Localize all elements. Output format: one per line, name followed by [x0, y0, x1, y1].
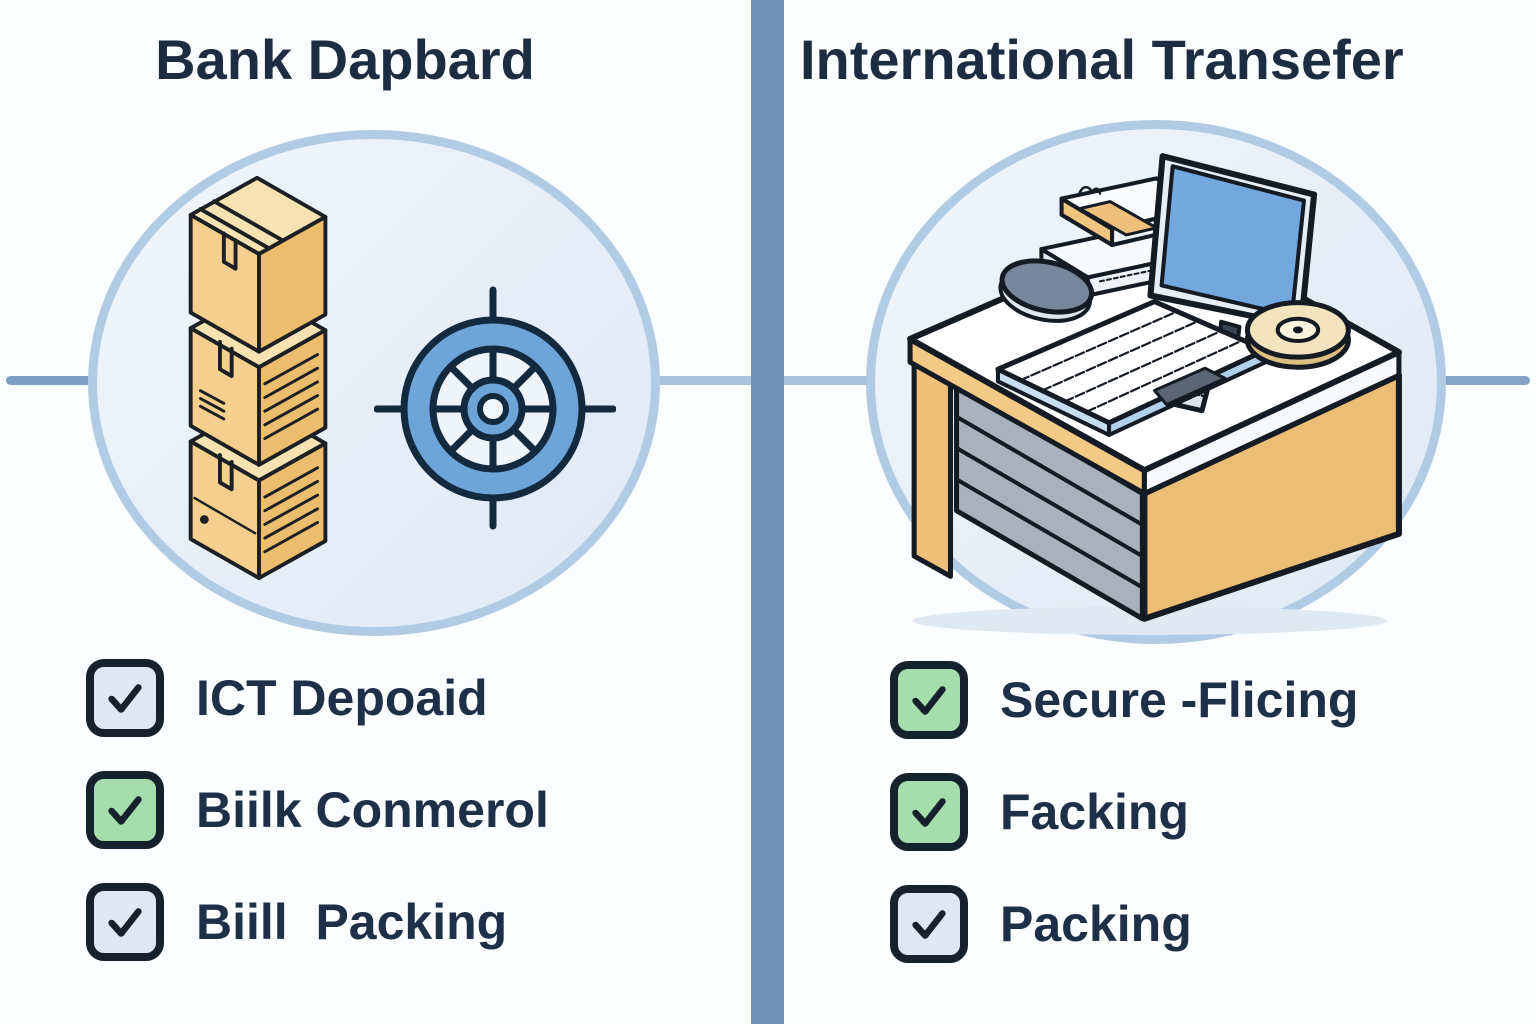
checklist-label: Biill Packing — [196, 894, 508, 950]
ship-wheel-icon — [374, 286, 616, 530]
checklist-label: ICT Depoaid — [196, 670, 488, 726]
horizontal-connector-left — [6, 376, 91, 385]
checkmark-icon — [912, 686, 946, 715]
checkmark-icon — [912, 798, 946, 827]
checklist-label: Secure -Flicing — [1000, 672, 1359, 728]
checkbox-checked — [86, 771, 164, 849]
checkmark-icon — [912, 910, 946, 939]
checkbox-checked — [86, 659, 164, 737]
checklist-label: Facking — [1000, 784, 1189, 840]
right-checklist-item-3: Packing — [890, 884, 1192, 964]
checkbox-checked — [890, 885, 968, 963]
vertical-divider — [751, 0, 784, 1024]
checklist-label: Packing — [1000, 896, 1192, 952]
checkmark-icon — [108, 796, 142, 825]
left-checklist-item-3: Biill Packing — [86, 882, 507, 962]
horizontal-connector-right — [1442, 376, 1530, 385]
checkbox-checked — [890, 773, 968, 851]
left-panel-title: Bank Dapbard — [155, 28, 535, 91]
checkbox-checked — [86, 883, 164, 961]
office-desk-computer-icon — [907, 153, 1402, 635]
checkbox-checked — [890, 661, 968, 739]
left-checklist-item-1: ICT Depoaid — [86, 658, 488, 738]
left-checklist-item-2: Biilk Conmerol — [86, 770, 549, 850]
right-panel-title: International Transefer — [800, 28, 1404, 91]
checkmark-icon — [108, 908, 142, 937]
stacked-boxes-icon — [188, 175, 328, 581]
checkmark-icon — [108, 684, 142, 713]
right-checklist-item-1: Secure -Flicing — [890, 660, 1358, 740]
right-checklist-item-2: Facking — [890, 772, 1189, 852]
left-illustration-circle — [88, 130, 660, 636]
checklist-label: Biilk Conmerol — [196, 782, 549, 838]
